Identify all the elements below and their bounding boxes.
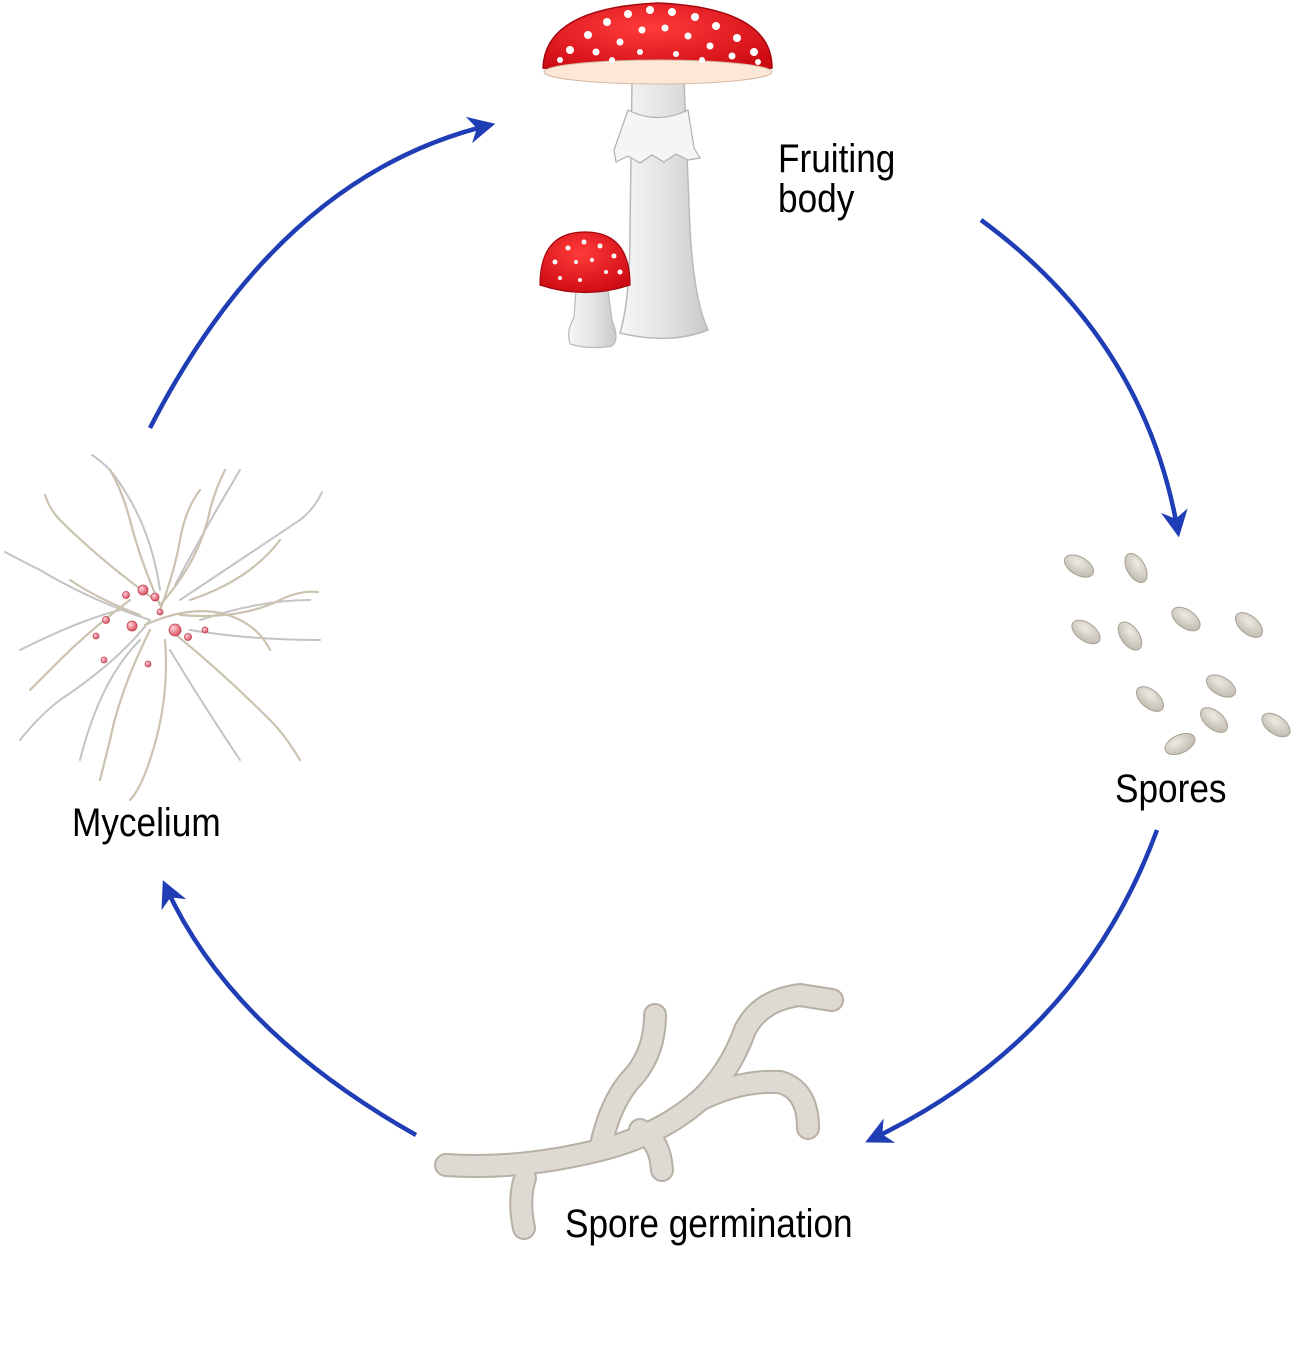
spore bbox=[1135, 686, 1165, 712]
spore bbox=[1171, 606, 1201, 632]
arrow-fruiting-body-to-spores bbox=[979, 218, 1188, 538]
large-cap-gills bbox=[543, 59, 773, 85]
spore bbox=[1117, 621, 1143, 651]
spore-germination-illustration bbox=[434, 983, 844, 1240]
spore bbox=[1124, 552, 1148, 584]
spore bbox=[1234, 612, 1264, 638]
spore bbox=[1071, 619, 1101, 645]
fruiting-body-label-line1: Fruiting bbox=[778, 137, 896, 181]
arrow-mycelium-to-fruiting-body bbox=[147, 116, 496, 430]
small-cap bbox=[539, 231, 631, 294]
spore bbox=[1164, 732, 1196, 756]
spore bbox=[1199, 707, 1229, 733]
arrow-germination-to-mycelium bbox=[161, 880, 418, 1137]
mycelium-illustration bbox=[4, 454, 323, 802]
hypha-branch bbox=[511, 1168, 535, 1238]
spore-germination-label: Spore germination bbox=[565, 1202, 853, 1246]
hypha-branch bbox=[630, 1120, 672, 1180]
small-cap-spots bbox=[552, 239, 623, 282]
hypha-branch bbox=[590, 1005, 665, 1160]
cycle-arrows bbox=[147, 116, 1188, 1143]
mycelium-nodes bbox=[92, 584, 209, 668]
large-cap-spots bbox=[557, 6, 761, 65]
spores-illustration bbox=[1063, 552, 1291, 756]
fruiting-body-illustration bbox=[539, 2, 773, 349]
arrow-spores-to-germination bbox=[865, 829, 1160, 1143]
mycelium-label: Mycelium bbox=[72, 801, 221, 845]
small-stem bbox=[568, 289, 617, 349]
spore bbox=[1063, 554, 1095, 578]
fruiting-body-label-line2: body bbox=[778, 177, 855, 221]
fruiting-body-label: Fruiting body bbox=[778, 139, 895, 219]
spore bbox=[1205, 674, 1237, 698]
hypha-branch bbox=[690, 1071, 818, 1138]
large-stem-ring bbox=[613, 109, 701, 164]
spore bbox=[1261, 712, 1291, 738]
spores-label: Spores bbox=[1115, 767, 1227, 811]
